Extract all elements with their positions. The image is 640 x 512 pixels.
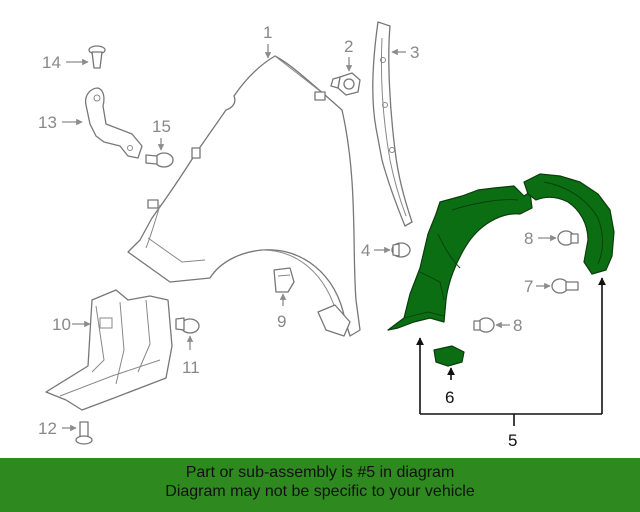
callout-8-upper-group[interactable]: 8 [524, 229, 557, 248]
notice-banner: Part or sub-assembly is #5 in diagram Di… [0, 458, 640, 512]
callout-3: 3 [410, 43, 419, 62]
callout-4: 4 [361, 241, 370, 260]
callout-6-group[interactable]: 6 [445, 367, 455, 407]
callout-14: 14 [42, 53, 61, 72]
callout-15: 15 [152, 117, 171, 136]
bolt-part-2[interactable] [330, 72, 361, 96]
callout-9-group[interactable]: 9 [277, 293, 286, 331]
bolt-part-7[interactable] [551, 278, 579, 294]
callout-4-group[interactable]: 4 [361, 241, 391, 260]
notice-line-2: Diagram may not be specific to your vehi… [165, 483, 475, 500]
bracket-part-3[interactable] [372, 21, 413, 227]
clip-part-11[interactable] [175, 317, 200, 334]
callout-6: 6 [445, 388, 454, 407]
callout-9: 9 [277, 312, 286, 331]
callout-11-group[interactable]: 11 [182, 335, 200, 377]
clip-part-8-lower[interactable] [473, 317, 495, 333]
callout-11: 11 [182, 358, 200, 377]
splash-shield-part-10[interactable] [45, 289, 173, 411]
callout-13: 13 [38, 113, 57, 132]
callout-14-group[interactable]: 14 [42, 53, 89, 72]
notice-line-1: Part or sub-assembly is #5 in diagram [185, 464, 455, 481]
callout-7: 7 [524, 277, 533, 296]
fender-liner-part-5[interactable] [387, 173, 615, 331]
clip-part-4[interactable] [391, 242, 411, 258]
clip-part-8-upper[interactable] [557, 230, 579, 246]
clip-part-14[interactable] [88, 45, 106, 69]
callout-8-lower-group[interactable]: 8 [495, 316, 522, 335]
callout-13-group[interactable]: 13 [38, 113, 83, 132]
callout-8-upper: 8 [524, 229, 533, 248]
callout-5: 5 [508, 431, 517, 450]
callout-5-group[interactable]: 5 [416, 277, 606, 450]
bracket-part-13[interactable] [84, 87, 143, 159]
callout-7-group[interactable]: 7 [524, 277, 551, 296]
fender-parts-diagram: 1 2 3 14 13 [38, 21, 615, 450]
bolt-part-12[interactable] [75, 421, 93, 445]
callout-10-group[interactable]: 10 [52, 315, 91, 334]
callout-12: 12 [38, 419, 57, 438]
retainer-part-6[interactable] [433, 345, 465, 367]
callout-8-lower: 8 [513, 316, 522, 335]
clip-part-9[interactable] [273, 267, 295, 293]
callout-12-group[interactable]: 12 [38, 419, 77, 438]
callout-2-group[interactable]: 2 [344, 37, 353, 72]
fender-part-1[interactable] [127, 55, 361, 337]
callout-15-group[interactable]: 15 [152, 117, 171, 151]
callout-3-group[interactable]: 3 [391, 43, 419, 62]
callout-1: 1 [263, 23, 272, 42]
callout-1-group[interactable]: 1 [263, 23, 272, 59]
callout-10: 10 [52, 315, 71, 334]
stud-part-15[interactable] [145, 152, 174, 168]
callout-2: 2 [344, 37, 353, 56]
